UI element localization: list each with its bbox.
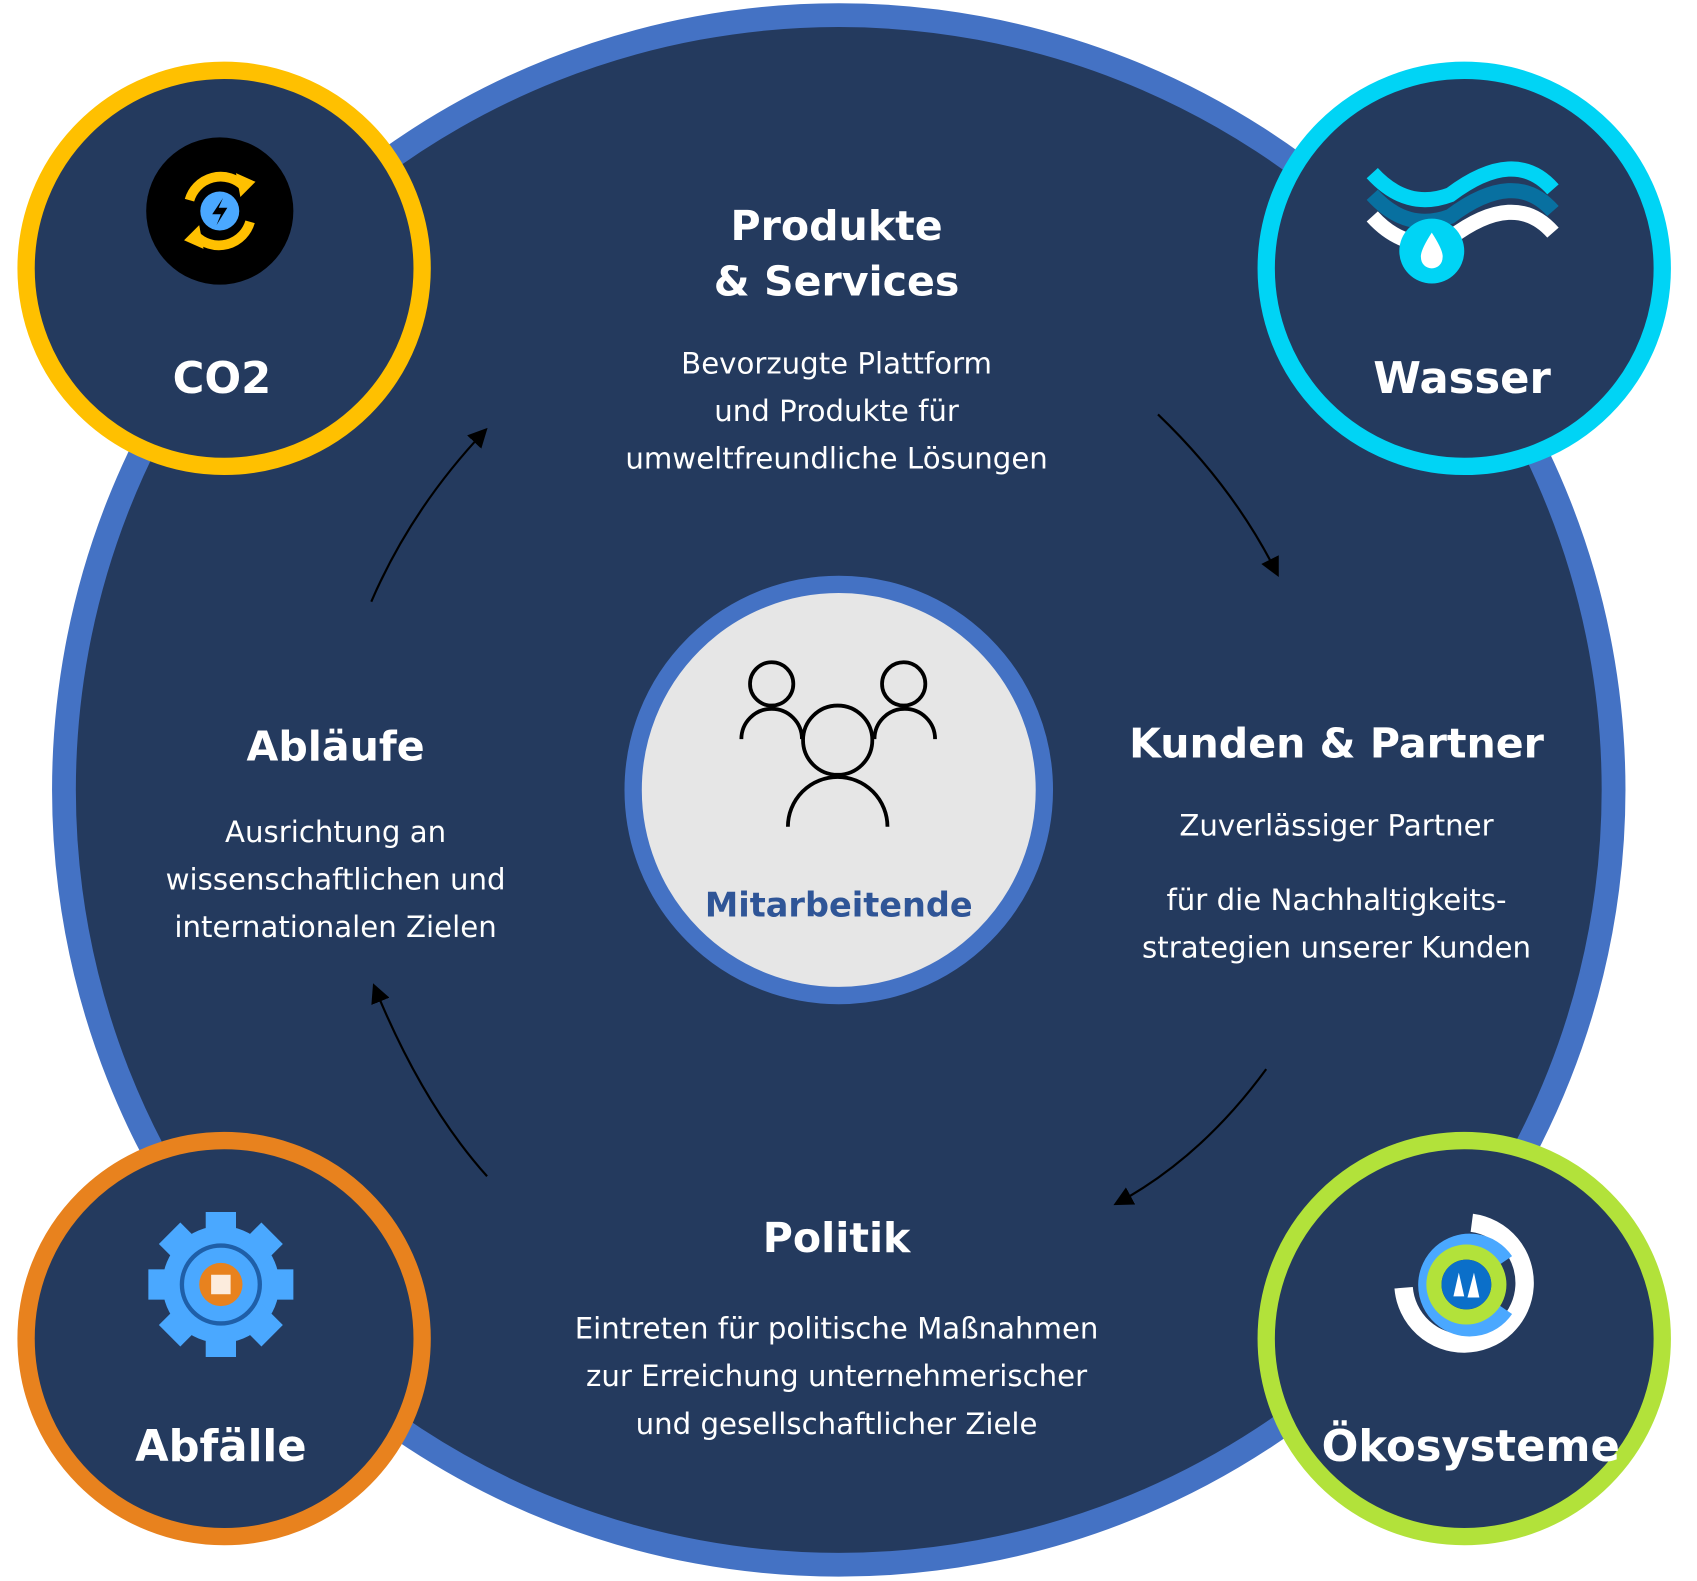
segment-produkte-services: Produkte & Services Bevorzugte Plattform… (625, 202, 1047, 475)
segment-text: Eintreten für politische Maßnahmen (575, 1312, 1099, 1346)
segment-title: Produkte (730, 202, 942, 250)
segment-text: für die Nachhaltigkeits- (1167, 883, 1507, 917)
segment-text: Bevorzugte Plattform (681, 346, 992, 380)
center-label: Mitarbeitende (705, 886, 973, 925)
segment-kunden-partner: Kunden & Partner Zuverlässiger Partner f… (1129, 719, 1545, 964)
corner-label: Ökosysteme (1322, 1421, 1620, 1472)
arrow-kunden-to-politik (1113, 1068, 1268, 1206)
segment-text: strategien unserer Kunden (1142, 931, 1531, 965)
corner-label: Abfälle (135, 1422, 306, 1472)
segment-text: Zuverlässiger Partner (1179, 808, 1493, 842)
corner-oekosysteme: Ökosysteme (1257, 1131, 1671, 1546)
corner-label: Wasser (1373, 354, 1551, 404)
arrow-politik-to-ablaeufe (371, 983, 488, 1178)
waste-recycle-gear-icon (148, 1211, 294, 1357)
segment-text: internationalen Zielen (174, 910, 496, 944)
segment-text: wissenschaftlichen und (166, 863, 506, 897)
ecosystem-rings-icon (1394, 1213, 1534, 1353)
segment-text: und Produkte für (714, 394, 959, 428)
segment-text: zur Erreichung unternehmerischer (586, 1359, 1087, 1393)
corner-label: CO2 (173, 354, 272, 404)
arrow-produkte-to-kunden (1157, 413, 1279, 578)
corner-co2: CO2 (17, 61, 431, 476)
center-circle-mitarbeitende: Mitarbeitende (624, 575, 1054, 1005)
segment-title: & Services (714, 257, 960, 305)
people-group-icon (739, 660, 937, 827)
arrow-ablaeufe-to-produkte (370, 427, 488, 603)
segment-politik: Politik Eintreten für politische Maßnahm… (575, 1214, 1099, 1441)
segment-title: Politik (763, 1214, 912, 1262)
corner-abfaelle: Abfälle (17, 1131, 431, 1546)
segment-title: Kunden & Partner (1129, 719, 1545, 767)
segment-text: und gesellschaftlicher Ziele (636, 1407, 1038, 1441)
cycle-arrows (370, 413, 1279, 1206)
carbon-cycle-icon (146, 137, 294, 285)
segment-text: umweltfreundliche Lösungen (625, 442, 1047, 476)
water-waves-icon (1366, 161, 1559, 284)
segment-ablaeufe: Abläufe Ausrichtung an wissenschaftliche… (166, 723, 506, 944)
segment-title: Abläufe (247, 723, 425, 771)
corner-wasser: Wasser (1257, 61, 1671, 476)
segment-text: Ausrichtung an (225, 815, 446, 849)
